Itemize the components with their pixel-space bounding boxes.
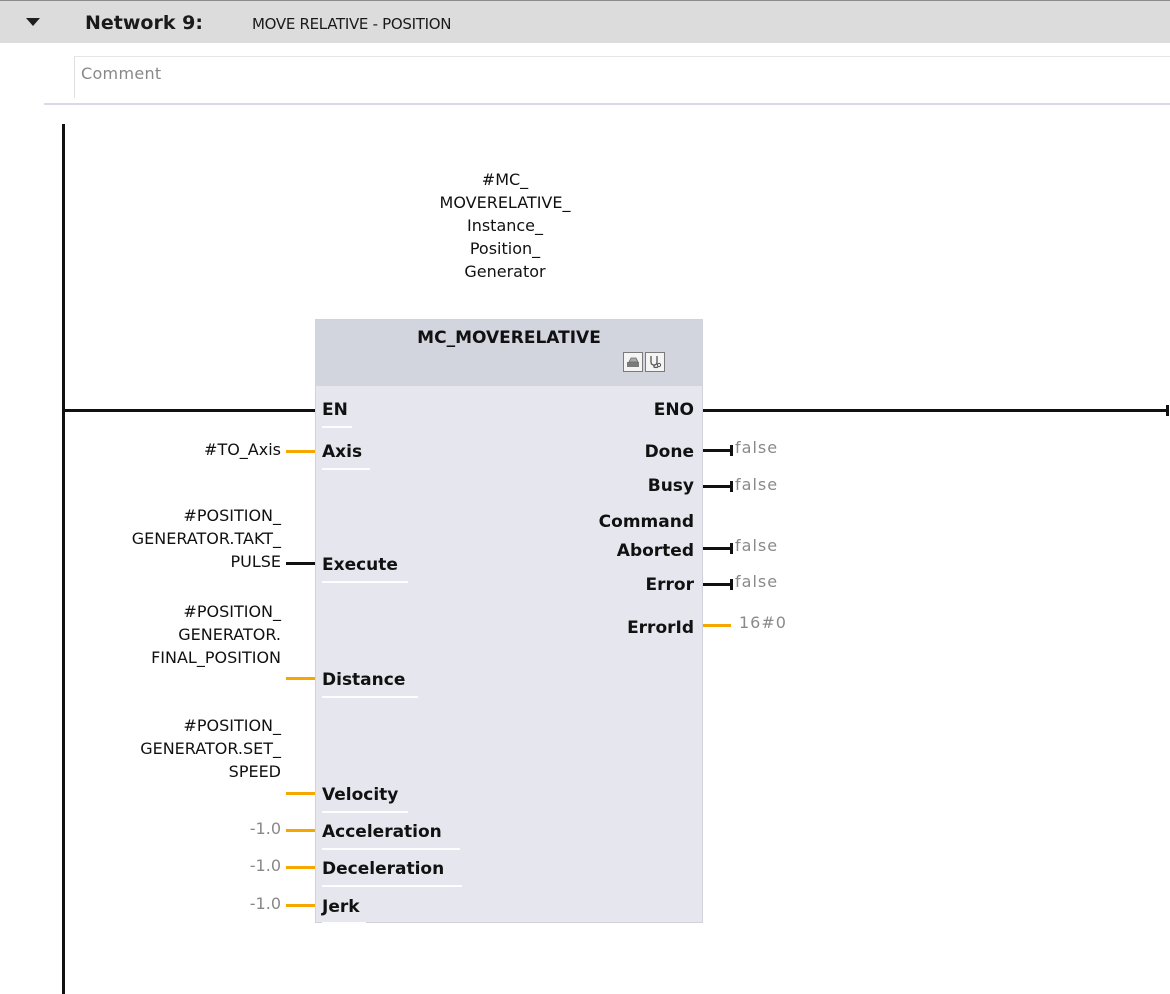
pin-label-line: Command (598, 512, 694, 532)
pin-underline (322, 426, 352, 428)
pin-execute[interactable]: Execute (322, 555, 398, 575)
pin-underline (322, 811, 408, 813)
instance-name-line: Position_ (469, 239, 541, 258)
pin-busy[interactable]: Busy (647, 476, 694, 496)
pin-underline (322, 468, 370, 470)
pin-underline (322, 581, 408, 583)
pin-deceleration[interactable]: Deceleration (322, 859, 445, 879)
errorid-wire (703, 624, 731, 627)
block-type-name: MC_MOVERELATIVE (417, 328, 601, 348)
block-header: MC_MOVERELATIVE (316, 320, 702, 386)
pin-error[interactable]: Error (645, 575, 694, 595)
distance-wire (286, 677, 315, 680)
command-aborted-wire (703, 547, 731, 550)
acceleration-operand[interactable]: -1.0 (250, 817, 281, 840)
instance-name-line: #MC_ (481, 170, 529, 189)
network-title[interactable]: MOVE RELATIVE - POSITION (252, 15, 452, 33)
axis-wire (286, 450, 315, 453)
done-wire-end (730, 445, 733, 456)
jerk-operand[interactable]: -1.0 (250, 892, 281, 915)
diagnostics-button[interactable] (645, 352, 665, 372)
execute-wire (286, 562, 315, 565)
operand-line: GENERATOR.TAKT_ (131, 529, 281, 548)
jerk-wire (286, 904, 315, 907)
chevron-down-icon (26, 18, 40, 26)
operand-line: #TO_Axis (204, 440, 281, 459)
velocity-wire (286, 792, 315, 795)
pin-eno[interactable]: ENO (653, 400, 694, 420)
pin-done[interactable]: Done (644, 442, 694, 462)
pin-label-line: Aborted (616, 541, 694, 561)
pin-underline (322, 848, 460, 850)
open-block-icon (627, 357, 639, 367)
operand-line: #POSITION_ (183, 506, 281, 525)
operand-line: -1.0 (249, 856, 281, 875)
operand-line: GENERATOR. (178, 625, 281, 644)
operand-line: -1.0 (249, 819, 281, 838)
pin-command-aborted[interactable]: Command Aborted (494, 508, 694, 566)
deceleration-wire (286, 866, 315, 869)
execute-operand[interactable]: #POSITION_ GENERATOR.TAKT_ PULSE (132, 504, 281, 573)
distance-operand[interactable]: #POSITION_ GENERATOR. FINAL_POSITION (151, 600, 281, 669)
network-header: Network 9: MOVE RELATIVE - POSITION (0, 0, 1170, 43)
instance-db-name[interactable]: #MC_ MOVERELATIVE_ Instance_ Position_ G… (375, 168, 635, 283)
operand-line: SPEED (228, 762, 281, 781)
velocity-operand[interactable]: #POSITION_ GENERATOR.SET_ SPEED (140, 714, 281, 783)
pin-en[interactable]: EN (322, 400, 348, 420)
error-wire (703, 583, 731, 586)
errorid-value[interactable]: 16#0 (739, 613, 787, 632)
pin-distance[interactable]: Distance (322, 670, 406, 690)
network-number: Network 9: (85, 12, 203, 34)
operand-line: GENERATOR.SET_ (140, 739, 281, 758)
eno-wire-end (1166, 405, 1169, 416)
en-wire (64, 409, 315, 412)
diagnostics-icon (650, 356, 662, 369)
done-wire (703, 449, 731, 452)
pin-jerk[interactable]: Jerk (322, 897, 360, 917)
pin-underline (322, 922, 366, 924)
operand-line: -1.0 (249, 894, 281, 913)
busy-wire (703, 485, 731, 488)
instance-name-line: Instance_ (466, 216, 544, 235)
operand-line: #POSITION_ (183, 716, 281, 735)
left-power-rail (62, 124, 65, 994)
busy-value[interactable]: false (735, 475, 779, 494)
acceleration-wire (286, 829, 315, 832)
error-wire-end (730, 579, 733, 590)
command-aborted-value[interactable]: false (735, 536, 779, 555)
busy-wire-end (730, 481, 733, 492)
deceleration-operand[interactable]: -1.0 (250, 854, 281, 877)
pin-velocity[interactable]: Velocity (322, 785, 399, 805)
command-aborted-wire-end (730, 543, 733, 554)
collapse-network-toggle[interactable] (20, 9, 46, 35)
comment-placeholder: Comment (81, 64, 162, 83)
pin-underline (322, 696, 418, 698)
axis-operand[interactable]: #TO_Axis (204, 438, 281, 461)
eno-wire (703, 409, 1167, 412)
pin-errorid[interactable]: ErrorId (627, 618, 694, 638)
pin-axis[interactable]: Axis (322, 442, 363, 462)
error-value[interactable]: false (735, 572, 779, 591)
mc-moverelative-block[interactable]: MC_MOVERELATIVE (315, 319, 703, 923)
pin-underline (322, 885, 462, 887)
done-value[interactable]: false (735, 438, 779, 457)
operand-line: FINAL_POSITION (151, 648, 281, 667)
instance-name-line: MOVERELATIVE_ (439, 193, 571, 212)
operand-line: PULSE (230, 552, 281, 571)
network-comment-field[interactable]: Comment (74, 56, 1170, 98)
comment-divider (44, 103, 1170, 105)
open-block-button[interactable] (623, 352, 643, 372)
instance-name-line: Generator (464, 262, 546, 281)
operand-line: #POSITION_ (183, 602, 281, 621)
pin-acceleration[interactable]: Acceleration (322, 822, 442, 842)
